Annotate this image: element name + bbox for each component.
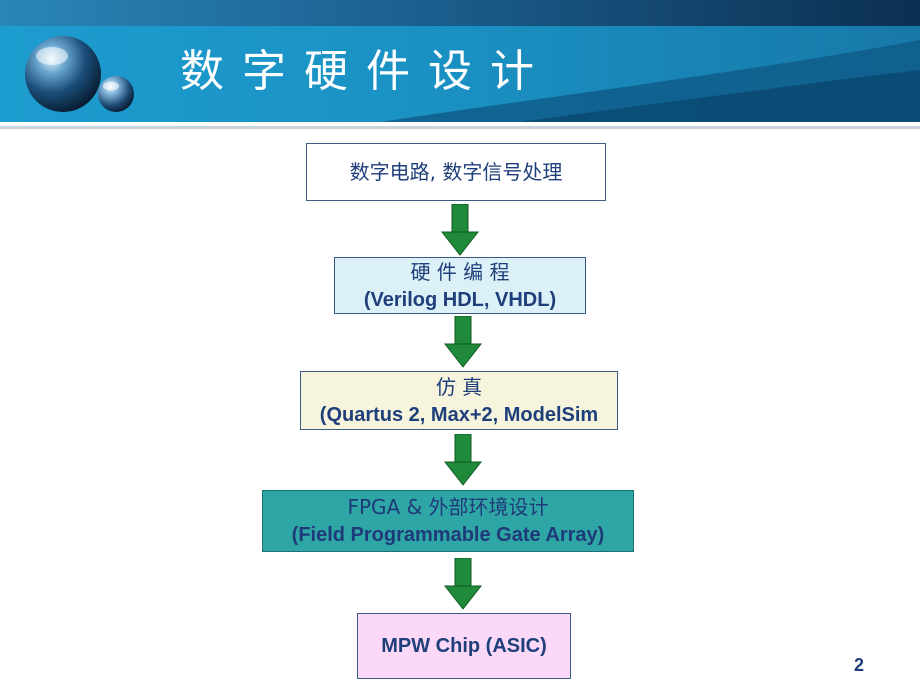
step-subtitle: (Quartus 2, Max+2, ModelSim <box>319 403 599 426</box>
slide-title: 数字硬件设计 <box>180 46 552 97</box>
page-number: 2 <box>853 655 864 675</box>
step-subtitle: (Verilog HDL, VHDL) <box>363 288 557 311</box>
flow-step-digital-circuits: 数字电路, 数字信号处理 <box>306 143 606 201</box>
down-arrow-icon <box>443 558 483 610</box>
step-title: FPGA & 外部环境设计 <box>347 495 549 519</box>
flow-step-mpw-chip: MPW Chip (ASIC) <box>357 613 571 679</box>
banner-graphic <box>0 0 920 129</box>
step-subtitle: (Field Programmable Gate Array) <box>291 524 605 546</box>
flow-step-simulation: 仿 真 (Quartus 2, Max+2, ModelSim <box>300 371 618 430</box>
step-title: 仿 真 <box>435 374 483 399</box>
flow-step-hardware-programming: 硬 件 编 程 (Verilog HDL, VHDL) <box>334 257 586 314</box>
step-title: MPW Chip (ASIC) <box>381 635 547 657</box>
down-arrow-icon <box>440 204 480 256</box>
down-arrow-icon <box>443 434 483 486</box>
title-banner: 数字硬件设计 <box>0 0 920 135</box>
step-label: 数字电路, 数字信号处理 <box>349 160 563 184</box>
small-sphere-icon <box>98 76 134 112</box>
flow-step-fpga-design: FPGA & 外部环境设计 (Field Programmable Gate A… <box>262 490 634 552</box>
large-sphere-icon <box>25 36 101 112</box>
step-title: 硬 件 编 程 <box>410 259 510 284</box>
down-arrow-icon <box>443 316 483 368</box>
